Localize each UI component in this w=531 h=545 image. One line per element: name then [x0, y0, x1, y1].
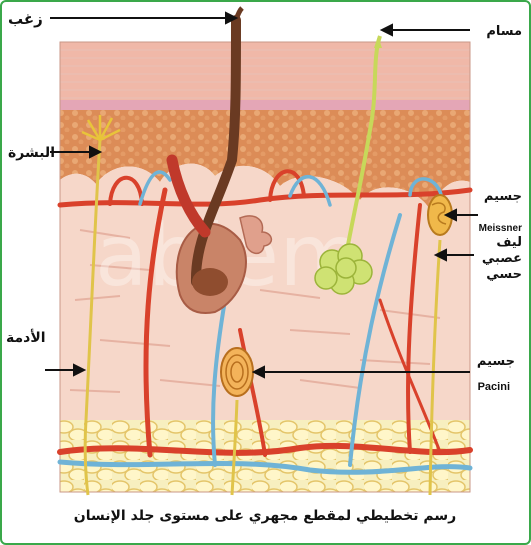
label-pacini-lat: Pacini [478, 381, 510, 393]
label-nerve-line1: ليف [496, 235, 522, 250]
label-nerve-line3: حسي [486, 267, 522, 282]
label-dermis: الأدمة [6, 329, 46, 346]
label-pacini-ar: جسيم [477, 354, 515, 369]
label-epidermis: البشرة [8, 145, 55, 161]
label-nerve-line2: عصبي [482, 251, 522, 266]
diagram-title: رسم تخطيطي لمقطع مجهري على مستوى جلد الإ… [74, 508, 456, 525]
label-pore: مسام [486, 24, 522, 39]
label-hair: زغب [8, 10, 43, 28]
label-meissner-lat: Meissner [479, 223, 522, 234]
pacinian-corpuscle [221, 348, 253, 396]
label-meissner-ar: جسيم [484, 189, 522, 204]
